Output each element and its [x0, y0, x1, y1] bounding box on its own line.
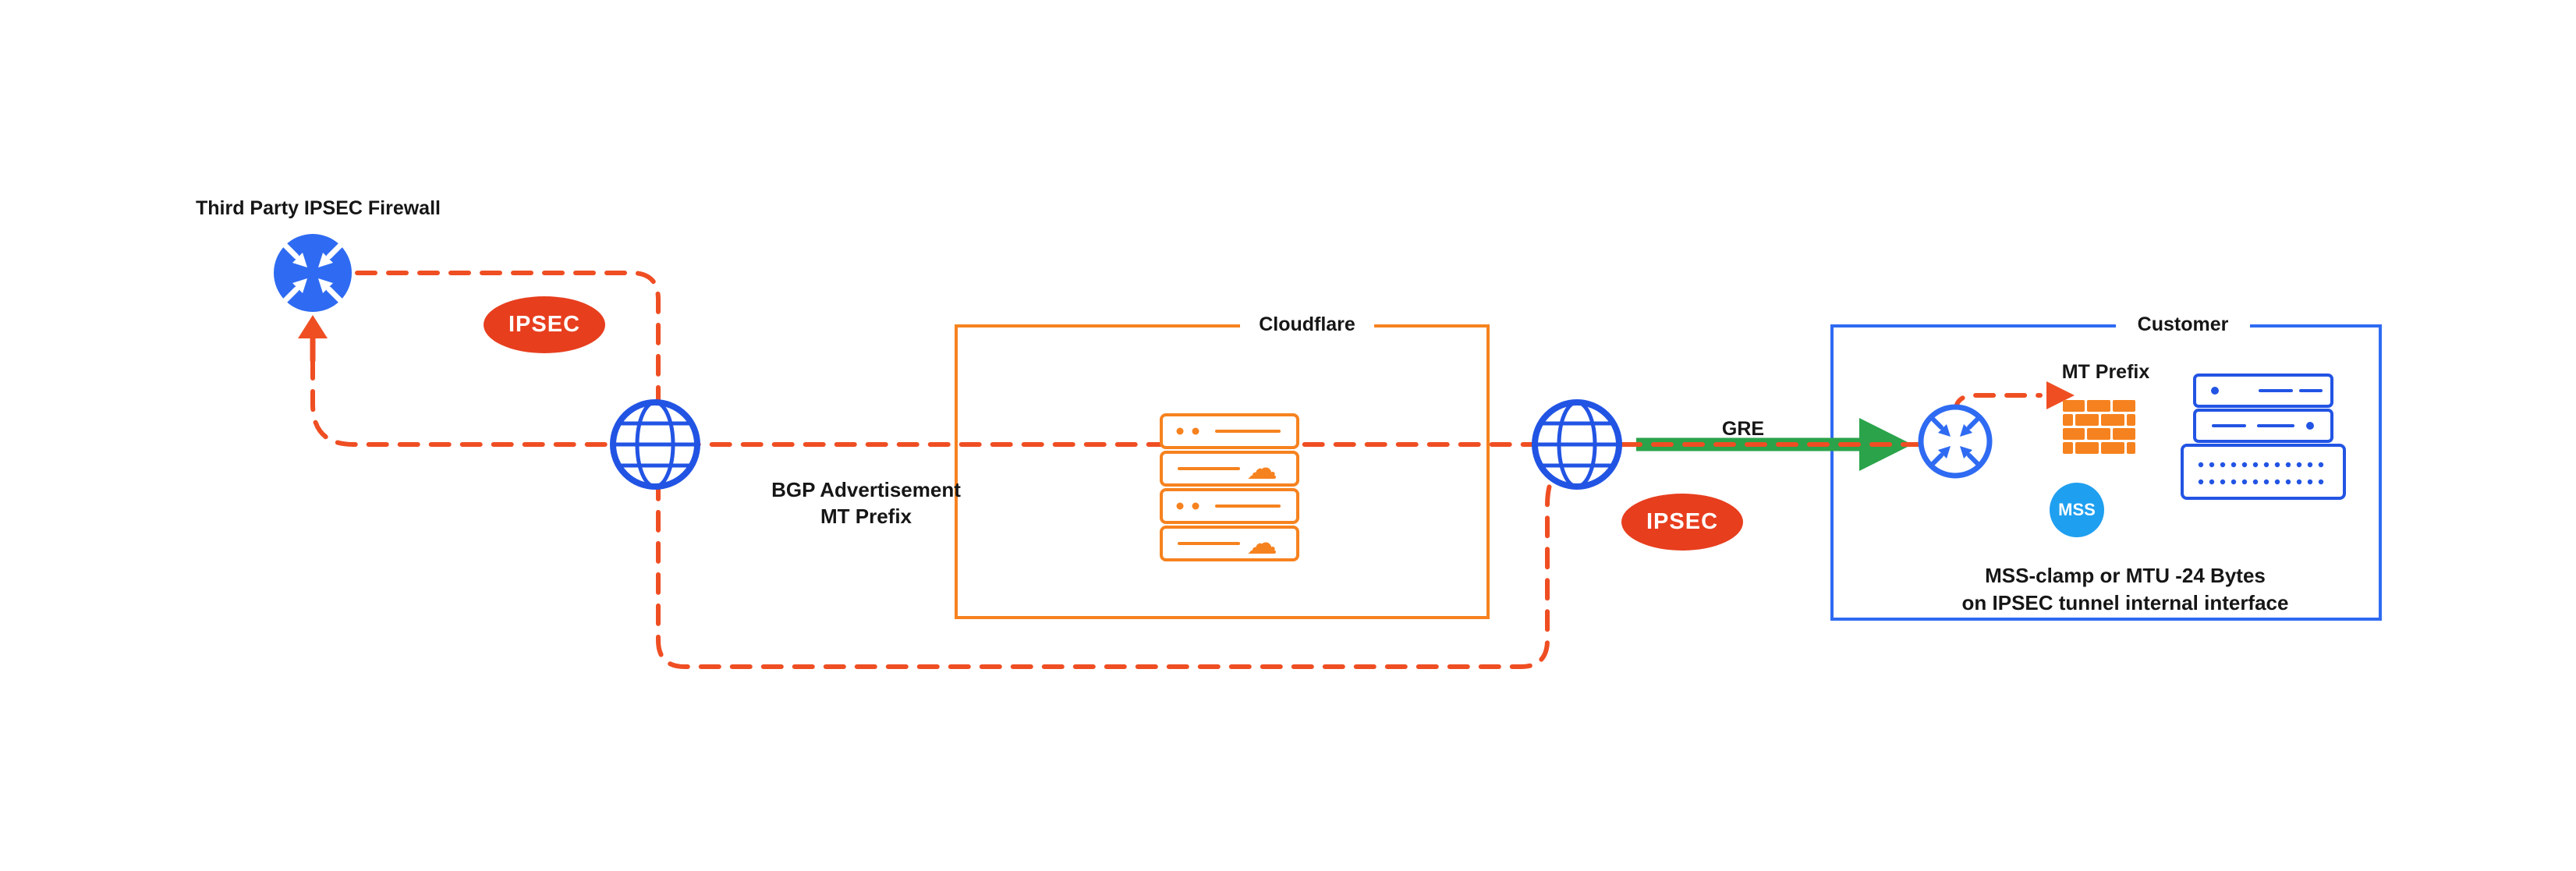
bgp-advertisement-line2: MT Prefix: [820, 505, 912, 528]
customer-router-icon: [1918, 404, 1993, 479]
mss-note-line2: on IPSEC tunnel internal interface: [1961, 591, 2289, 614]
firewall-icon: [2063, 400, 2135, 454]
server-port-dots: [2198, 462, 2324, 485]
third-party-router-icon: [274, 234, 352, 312]
cloud-icon: ☁: [1246, 526, 1277, 561]
mt-prefix-arrow-icon: [2046, 381, 2075, 409]
magic-transit-path: [310, 358, 1956, 447]
third-party-firewall-label: Third Party IPSEC Firewall: [196, 197, 441, 219]
bgp-advertisement-label: BGP Advertisement MT Prefix: [732, 476, 1001, 529]
cloudflare-server-stack-icon: ☁ ☁: [1160, 413, 1299, 561]
mss-badge: MSS: [2050, 483, 2104, 537]
customer-server-stack-icon: [2181, 374, 2346, 500]
customer-box-label: Customer: [2116, 310, 2250, 338]
cloud-icon: ☁: [1246, 451, 1277, 487]
bgp-advertisement-line1: BGP Advertisement: [771, 478, 961, 501]
gre-label: GRE: [1721, 418, 1765, 440]
cloudflare-box-label: Cloudflare: [1240, 310, 1374, 338]
internet-globe-icon-left: [610, 399, 700, 490]
mss-note-line1: MSS-clamp or MTU -24 Bytes: [1985, 564, 2266, 587]
ipsec-tunnel-path: [355, 271, 1573, 669]
ipsec-badge-left: IPSEC: [484, 296, 605, 353]
internet-globe-icon-right: [1532, 399, 1622, 490]
mss-note-label: MSS-clamp or MTU -24 Bytes on IPSEC tunn…: [1919, 562, 2332, 617]
up-arrow-icon: [298, 315, 328, 363]
customer-mt-prefix-label: MT Prefix: [2061, 361, 2150, 383]
ipsec-badge-right: IPSEC: [1621, 494, 1743, 551]
